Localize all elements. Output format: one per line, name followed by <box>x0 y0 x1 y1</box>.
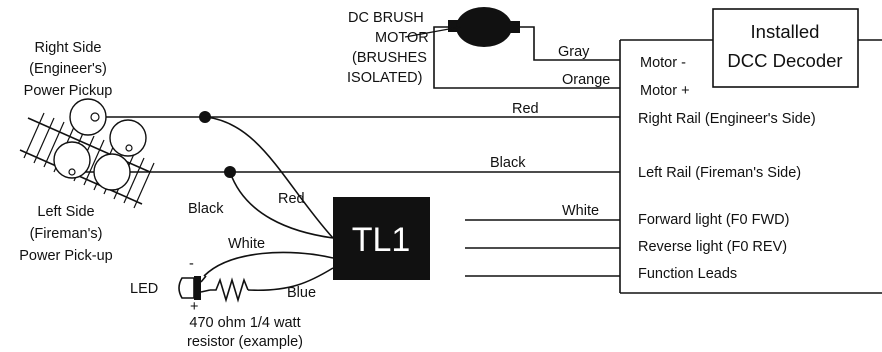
red-tl1-wire <box>204 116 334 239</box>
left-side-pickup-icon <box>53 141 131 191</box>
decoder-title-line1: Installed <box>751 21 820 42</box>
function-leads-terminal: Function Leads <box>638 266 737 282</box>
forward-light-terminal: Forward light (F0 FWD) <box>638 212 789 228</box>
motor-label-line4: ISOLATED) <box>347 70 422 86</box>
resistor-label-line2: resistor (example) <box>187 334 303 350</box>
red-tl1-label: Red <box>278 191 305 207</box>
led-label: LED <box>130 281 158 297</box>
orange-wire-label: Orange <box>562 72 610 88</box>
white-led-wire <box>203 251 334 277</box>
led-plus-label: + <box>190 299 198 315</box>
left-pickup-label-line2: (Fireman's) <box>30 226 103 242</box>
black-tl1-wire <box>229 171 334 239</box>
led-minus-label: - <box>189 256 194 272</box>
motor-minus-terminal: Motor - <box>640 55 686 71</box>
led-icon <box>178 275 211 300</box>
right-rail-terminal: Right Rail (Engineer's Side) <box>638 111 816 127</box>
red-rail-label: Red <box>512 101 539 117</box>
right-pickup-label-line1: Right Side <box>35 40 102 56</box>
left-rail-terminal: Left Rail (Fireman's Side) <box>638 165 801 181</box>
blue-led-wire <box>247 267 334 292</box>
resistor-label-line1: 470 ohm 1/4 watt <box>189 315 300 331</box>
motor-plus-terminal: Motor + <box>640 83 690 99</box>
decoder-title-line2: DCC Decoder <box>727 50 842 71</box>
gray-wire-label: Gray <box>558 44 590 60</box>
motor-label-line3: (BRUSHES <box>352 50 427 66</box>
white-led-label: White <box>228 236 265 252</box>
right-pickup-label-line3: Power Pickup <box>24 83 113 99</box>
resistor-icon <box>210 277 249 303</box>
gray-motor-wire <box>520 26 620 61</box>
black-tl1-label: Black <box>188 201 224 217</box>
black-rail-label: Black <box>490 155 526 171</box>
motor-label-line1: DC BRUSH <box>348 10 424 26</box>
decoder-box: Installed DCC Decoder <box>619 8 882 294</box>
tl1-label: TL1 <box>352 221 411 259</box>
blue-led-label: Blue <box>287 285 316 301</box>
motor-leader <box>404 26 461 38</box>
tl1-module <box>333 197 430 280</box>
right-side-pickup-icon <box>69 98 147 157</box>
white-forward-label: White <box>562 203 599 219</box>
motor-icon <box>448 7 520 47</box>
left-pickup-label-line3: Power Pick-up <box>19 248 112 264</box>
right-pickup-label-line2: (Engineer's) <box>29 61 107 77</box>
left-pickup-label-line1: Left Side <box>37 204 94 220</box>
motor-label-line2: MOTOR <box>375 30 429 46</box>
orange-motor-wire <box>433 26 620 89</box>
reverse-light-terminal: Reverse light (F0 REV) <box>638 239 787 255</box>
